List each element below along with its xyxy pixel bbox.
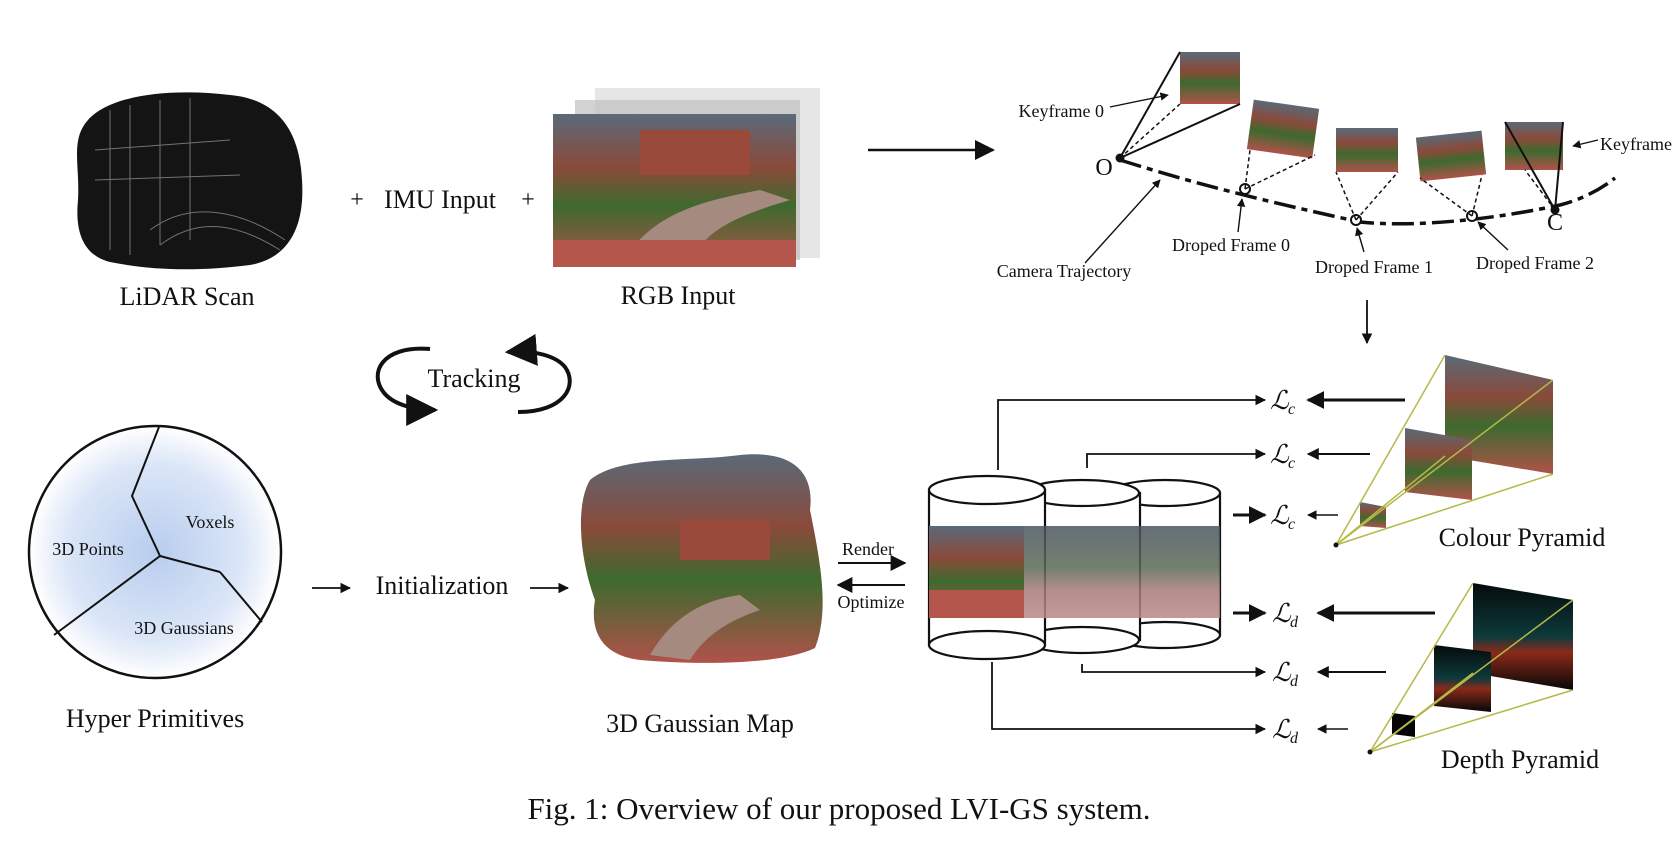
svg-text:c: c xyxy=(1288,455,1295,472)
rendered-image-cylinders xyxy=(927,474,1222,661)
dropped-frame2-label: Droped Frame 2 xyxy=(1476,253,1594,273)
tracking-label: Tracking xyxy=(428,364,521,393)
svg-text:ℒ: ℒ xyxy=(1270,501,1290,530)
hyper-primitives-diagram xyxy=(27,424,283,680)
keyframe0-label: Keyframe 0 xyxy=(1019,101,1104,121)
svg-text:ℒ: ℒ xyxy=(1270,440,1290,469)
primitive-3d-gaussians: 3D Gaussians xyxy=(134,618,234,638)
svg-text:ℒ: ℒ xyxy=(1270,386,1290,415)
svg-text:c: c xyxy=(1288,401,1295,418)
end-label: C xyxy=(1547,210,1563,236)
svg-text:d: d xyxy=(1290,673,1299,690)
primitive-3d-points: 3D Points xyxy=(52,539,124,559)
depth-pyramid-label: Depth Pyramid xyxy=(1441,745,1599,774)
initialization-label: Initialization xyxy=(376,571,509,600)
colour-pyramid-diagram xyxy=(1333,354,1554,548)
loss-depth-2: ℒ d xyxy=(1272,658,1299,690)
hyper-primitives-label: Hyper Primitives xyxy=(66,704,244,733)
loss-colour-3: ℒ c xyxy=(1270,501,1295,533)
tracking-loop-icon xyxy=(375,333,572,426)
camera-trajectory-label: Camera Trajectory xyxy=(997,261,1131,281)
pyramid-to-loss-arrows xyxy=(1306,391,1435,734)
primitive-voxels: Voxels xyxy=(186,512,235,532)
loss-depth-3: ℒ d xyxy=(1272,715,1299,747)
origin-label: O xyxy=(1095,155,1112,181)
loss-colour-2: ℒ c xyxy=(1270,440,1295,472)
svg-text:ℒ: ℒ xyxy=(1272,715,1292,744)
lidar-label: LiDAR Scan xyxy=(119,282,254,311)
plus-sign: + xyxy=(521,187,535,213)
svg-text:d: d xyxy=(1290,614,1299,631)
rgb-label: RGB Input xyxy=(621,281,737,310)
render-label: Render xyxy=(842,539,894,559)
loss-connector-lines xyxy=(991,394,1267,735)
svg-text:c: c xyxy=(1288,516,1295,533)
imu-label: IMU Input xyxy=(384,185,497,214)
gaussian-map-image xyxy=(580,454,823,663)
loss-depth-1: ℒ d xyxy=(1272,599,1299,631)
lidar-scan-image xyxy=(77,92,303,270)
keyframe-label: Keyframe xyxy=(1600,134,1672,154)
colour-pyramid-label: Colour Pyramid xyxy=(1439,523,1606,552)
dropped-frame1-label: Droped Frame 1 xyxy=(1315,257,1433,277)
rgb-input-image xyxy=(553,88,820,267)
figure-caption: Fig. 1: Overview of our proposed LVI-GS … xyxy=(527,791,1150,826)
optimize-label: Optimize xyxy=(838,592,905,612)
gaussian-map-label: 3D Gaussian Map xyxy=(606,709,794,738)
svg-text:d: d xyxy=(1290,730,1299,747)
camera-trajectory-diagram xyxy=(1084,51,1617,264)
svg-text:ℒ: ℒ xyxy=(1272,599,1292,628)
plus-sign: + xyxy=(350,187,364,213)
dropped-frame0-label: Droped Frame 0 xyxy=(1172,235,1290,255)
svg-text:ℒ: ℒ xyxy=(1272,658,1292,687)
loss-colour-1: ℒ c xyxy=(1270,386,1295,418)
depth-pyramid-diagram xyxy=(1367,582,1574,755)
